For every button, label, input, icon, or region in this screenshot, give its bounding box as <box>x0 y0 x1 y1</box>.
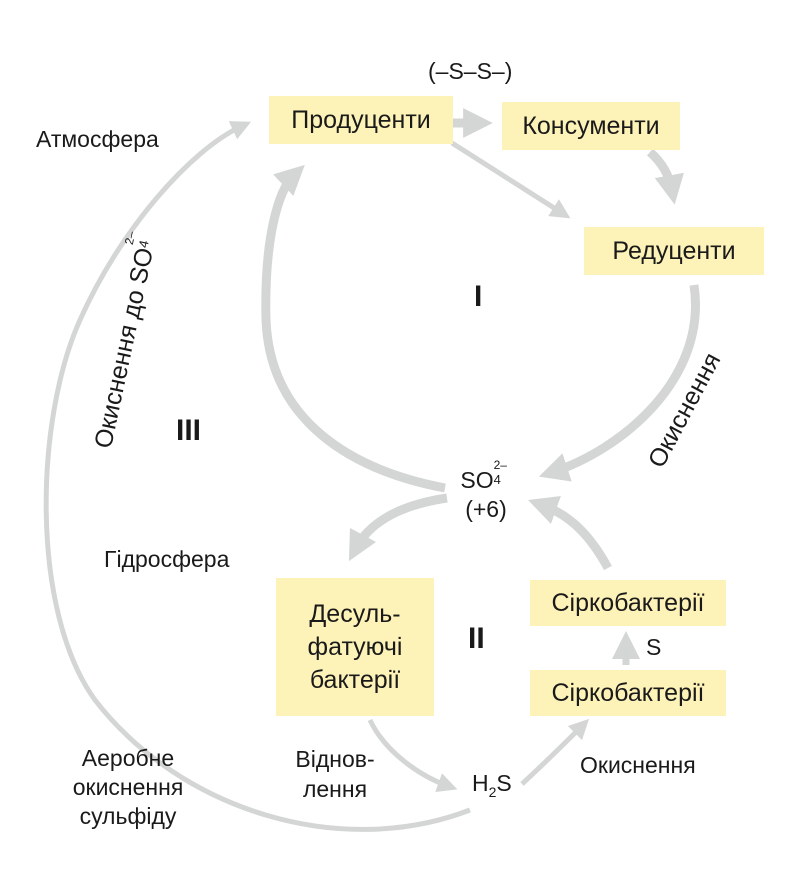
sulfur-bacteria-top-label: Сіркобактерії <box>551 588 705 617</box>
arrow-reducers-to-sulfate <box>538 284 700 482</box>
aerobic-line-1: Аеробне <box>81 745 175 771</box>
reducers-box: Редуценти <box>584 227 764 275</box>
aerobic-oxidation-label: Аеробне окиснення сульфіду <box>40 744 216 831</box>
arrow-consumers-to-reducers <box>646 148 684 205</box>
atmosphere-label: Атмосфера <box>36 126 159 152</box>
sulfur-s-label: S <box>646 634 662 660</box>
hydrogen-sulfide: H2S <box>472 770 512 800</box>
cycle-label-3: III <box>176 414 202 447</box>
producers-label: Продуценти <box>291 105 431 134</box>
arrow-h2s-to-sulfbact <box>520 718 590 786</box>
sulfur-bacteria-bottom-label: Сіркобактерії <box>551 678 705 707</box>
hydrosphere-label: Гідросфера <box>104 546 230 572</box>
arrow-sulfbact-to-sulfate <box>528 496 612 571</box>
arrow-desulf-to-h2s <box>367 718 458 793</box>
arrow-h2s-to-producers <box>43 121 471 832</box>
sulfur-bacteria-bottom-box: Сіркобактерії <box>530 670 726 716</box>
disulfide-label: (–S–S–) <box>428 58 513 84</box>
desulf-line-2: фатуючі <box>307 632 403 661</box>
reduction-label: Віднов- лення <box>280 744 390 804</box>
sulfur-bacteria-top-box: Сіркобактерії <box>530 580 726 626</box>
consumers-box: Консументи <box>502 102 680 150</box>
arrow-producers-to-reducers <box>450 140 571 219</box>
oxidation-bottom-label: Окиснення <box>580 752 696 778</box>
cycle-label-2: II <box>468 622 485 655</box>
producers-box: Продуценти <box>269 96 453 144</box>
arrow-sulfate-to-desulf <box>348 493 448 562</box>
aerobic-line-3: сульфіду <box>79 803 177 829</box>
reducers-label: Редуценти <box>612 236 736 265</box>
reduction-line-1: Віднов- <box>295 746 375 772</box>
desulf-line-3: бактерії <box>309 665 401 694</box>
sulfate-oxidation-state: (+6) <box>465 496 507 522</box>
cycle-label-1: I <box>474 280 483 313</box>
consumers-label: Консументи <box>522 111 660 140</box>
reduction-line-2: лення <box>302 776 368 802</box>
desulf-line-1: Десуль- <box>309 599 401 628</box>
aerobic-line-2: окиснення <box>72 774 184 800</box>
arrow-sulfate-to-producers <box>261 164 446 493</box>
desulfating-bacteria-box: Десуль- фатуючі бактерії <box>276 578 434 716</box>
